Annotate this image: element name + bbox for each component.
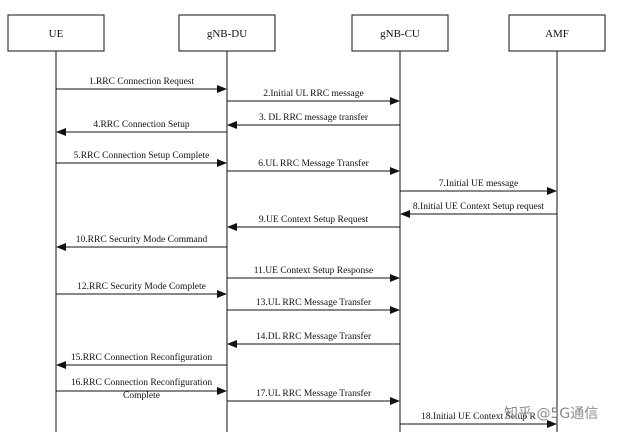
message-label-4: 4.RRC Connection Setup [93, 120, 190, 130]
message-label-11: 11.UE Context Setup Response [254, 266, 373, 276]
entity-label-gnb-cu: gNB-CU [380, 28, 420, 40]
entity-box-gnb-du [178, 14, 276, 52]
message-label-15: 15.RRC Connection Reconfiguration [71, 352, 212, 363]
message-label-10: 10.RRC Security Mode Command [76, 235, 208, 245]
message-label-7: 7.Initial UE message [439, 179, 518, 189]
entity-label-amf: AMF [545, 28, 569, 40]
message-label-6: 6.UL RRC Message Transfer [258, 158, 369, 169]
watermark-text: 知乎 @5G通信 [504, 405, 598, 422]
message-label-5: 5.RRC Connection Setup Complete [74, 151, 210, 161]
entity-label-gnb-du: gNB-DU [207, 28, 247, 40]
message-label-8: 8.Initial UE Context Setup request [413, 202, 544, 212]
message-label-12: 12.RRC Security Mode Complete [77, 282, 206, 292]
entity-label-ue: UE [49, 28, 64, 40]
message-label-1: 1.RRC Connection Request [89, 77, 195, 87]
message-label-18: 18.Initial UE Context Setup R [421, 412, 536, 422]
entity-box-gnb-cu [351, 14, 449, 52]
message-label-9: 9.UE Context Setup Request [259, 215, 369, 225]
message-label-3: 3. DL RRC message transfer [259, 112, 369, 123]
entity-box-amf [508, 14, 606, 52]
watermark: 知乎 @5G通信 [498, 402, 618, 424]
entity-box-ue [7, 14, 105, 52]
message-label-13: 13.UL RRC Message Transfer [256, 297, 372, 308]
message-label-16: 16.RRC Connection Reconfiguration [71, 377, 212, 388]
message-label-16-line2: Complete [123, 391, 160, 401]
message-label-2: 2.Initial UL RRC message [263, 89, 363, 99]
message-label-17: 17.UL RRC Message Transfer [256, 388, 372, 399]
message-label-14: 14.DL RRC Message Transfer [256, 331, 372, 342]
